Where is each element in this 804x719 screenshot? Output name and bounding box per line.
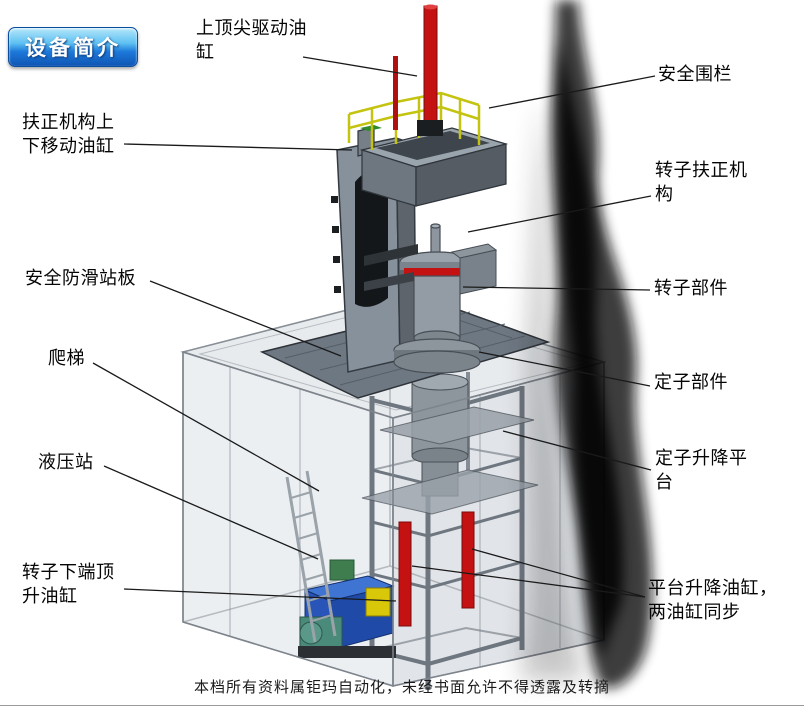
platform-lift-cylinders (398, 511, 475, 627)
rotor-assembly (393, 223, 481, 374)
label-platform-lift-cylinders: 平台升降油缸，两油缸同步 (648, 578, 778, 622)
label-stator-component: 定子部件 (654, 372, 728, 392)
label-safety-fence: 安全围栏 (658, 64, 732, 84)
title-badge-label: 设备简介 (25, 37, 121, 60)
label-rotor-component: 转子部件 (654, 278, 728, 298)
label-antislip-platform: 安全防滑站板 (25, 268, 136, 288)
ladder (285, 470, 337, 643)
title-badge: 设备简介 (8, 27, 138, 67)
head-assembly (357, 125, 509, 207)
label-hydraulic-station: 液压站 (38, 452, 94, 472)
label-ladder: 爬梯 (48, 348, 85, 368)
label-centering-updown-cylinder: 扶正机构上下移动油缸 (22, 112, 115, 156)
rotor-centering-mechanism (364, 243, 498, 295)
top-drive-cylinder (393, 4, 443, 136)
footer-watermark: 本档所有资料属钜玛自动化，未经书面允许不得透露及转摘 (193, 680, 610, 696)
label-top-drive-cylinder: 上顶尖驱动油缸 (196, 18, 307, 62)
footer-divider (0, 705, 804, 706)
leader-lines (92, 56, 656, 602)
label-rotor-centering-mechanism: 转子扶正机构 (655, 160, 748, 204)
ink-smudge (520, 0, 653, 689)
label-rotor-bottom-jack-cylinder: 转子下端顶升油缸 (22, 562, 115, 606)
label-stator-lift-platform: 定子升降平台 (655, 448, 748, 492)
